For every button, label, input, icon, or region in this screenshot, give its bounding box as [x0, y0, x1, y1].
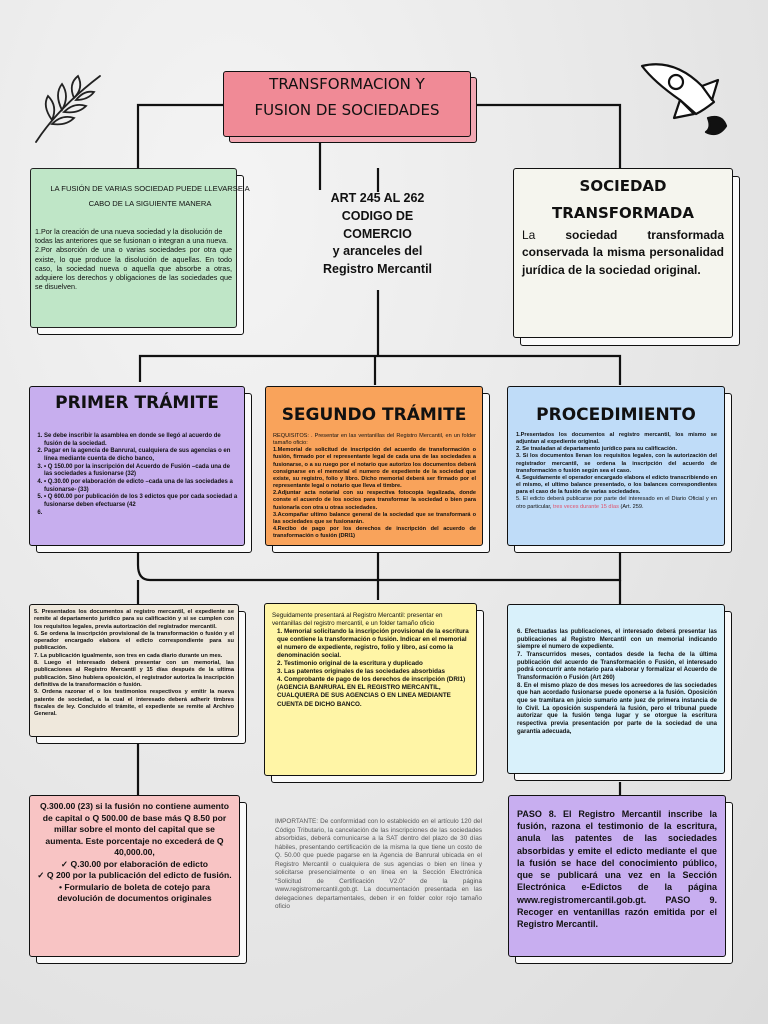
- publications-box: 6. Efectuadas las publicaciones, el inte…: [507, 604, 725, 774]
- transformed-body: La sociedad transformada conservada la m…: [522, 227, 724, 279]
- transformed-title-2: TRANSFORMADA: [552, 204, 694, 222]
- first-procedure-title: PRIMER TRÁMITE: [55, 393, 219, 413]
- procedure-item: 3. Si los documentos llenan los requisit…: [516, 453, 717, 474]
- registration-step: 5. Presentados los documentos al registr…: [34, 609, 234, 630]
- procedure-list: 1.Presentados los documentos al registro…: [516, 432, 717, 496]
- law-line-1: ART 245 AL 262: [330, 191, 425, 205]
- first-procedure-box: PRIMER TRÁMITE Se debe inscribir la asam…: [29, 386, 245, 546]
- first-procedure-item: • Q.30.00 por elaboración de edicto –cad…: [44, 479, 238, 494]
- procedure-item-5: 5. El edicto deberá publicarse por parte…: [516, 496, 717, 510]
- registration-step: 6. Se ordena la inscripción provisional …: [34, 630, 234, 652]
- rocket-icon: [640, 63, 728, 136]
- registration-step: 7. La publicación igualmente, son tres e…: [34, 652, 223, 659]
- first-procedure-list: Se debe inscribir la asamblea en donde s…: [34, 433, 238, 517]
- registration-step: 8. Luego el interesado deberá presentar …: [34, 660, 234, 688]
- next-presentation-list: 1. Memorial solicitando la inscripción p…: [272, 628, 469, 708]
- procedure-item: 1.Presentados los documentos al registro…: [516, 432, 717, 446]
- fees-line-3: ✓ Q 200 por la publicación del edicto de…: [37, 870, 232, 881]
- law-line-5: Registro Mercantil: [322, 262, 433, 276]
- transformed-body-rest: sociedad transformada conservada la mism…: [522, 228, 724, 277]
- title-box: TRANSFORMACION Y FUSION DE SOCIEDADES: [223, 71, 471, 137]
- second-procedure-box: SEGUNDO TRÁMITE REQUISITOS: . Presentar …: [265, 386, 483, 546]
- law-line-4: y aranceles del: [332, 244, 423, 259]
- registration-steps-box: 5. Presentados los documentos al registr…: [29, 604, 239, 737]
- first-procedure-item: [44, 510, 238, 518]
- leaf-branch-icon: [35, 74, 101, 143]
- next-presentation-item: 3. Las patentes originales de las socied…: [277, 668, 445, 676]
- fusion-methods-box: 1.Por la creación de una nueva sociedad …: [30, 168, 237, 328]
- publications-list: 6. Efectuadas las publicaciones, el inte…: [517, 629, 717, 736]
- procedure-item: 4. Seguidamente el operador encargado el…: [516, 474, 717, 496]
- title-line-2: FUSION DE SOCIEDADES: [254, 101, 440, 119]
- first-procedure-item: Pagar en la agencia de Banrural, cualqui…: [44, 448, 238, 463]
- fusion-item-2: 2.Por absorción de una o varias sociedad…: [35, 245, 232, 292]
- next-presentation-item: 1. Memorial solicitando la inscripción p…: [277, 628, 469, 660]
- registration-steps-list: 5. Presentados los documentos al registr…: [34, 609, 234, 718]
- registration-step: 9. Ordena razonar el o los testimonios r…: [34, 689, 234, 718]
- next-presentation-item: 4. Comprobante de pago de los derechos d…: [277, 676, 466, 708]
- law-line-3: COMERCIO: [343, 226, 412, 241]
- title-line-1: TRANSFORMACION Y: [269, 75, 425, 93]
- next-presentation-box: Seguidamente presentará al Registro Merc…: [264, 603, 477, 776]
- procedure-title: PROCEDIMIENTO: [536, 405, 696, 425]
- second-procedure-item: 4.Recibo de pago por los derechos de ins…: [273, 526, 476, 540]
- procedure-box: PROCEDIMIENTO 1.Presentados los document…: [507, 386, 725, 546]
- fees-box: Q.300.00 (23) si la fusión no contiene a…: [29, 795, 240, 957]
- second-procedure-list: 1.Memorial de solicitud de inscripción d…: [273, 447, 476, 540]
- fusion-heading-line-2: CABO DE LA SIGUIENTE MANERA: [88, 199, 212, 208]
- fees-line-2: ✓ Q.30.00 por elaboración de edicto: [60, 858, 209, 869]
- publication-step: 7. Transcurridos meses, contados desde l…: [517, 652, 717, 682]
- step-8-text: PASO 8. El Registro Mercantil inscribe l…: [517, 809, 717, 930]
- law-line-2: CODIGO DE: [341, 208, 414, 223]
- second-procedure-title: SEGUNDO TRÁMITE: [281, 405, 467, 425]
- important-note: IMPORTANTE: De conformidad con lo establ…: [275, 818, 482, 911]
- publication-step: 6. Efectuadas las publicaciones, el inte…: [517, 629, 717, 651]
- publication-step: 8. En el mismo plazo de dos meses los ac…: [517, 682, 717, 735]
- second-procedure-item: 3.Acompañar ultimo balance general de la…: [273, 511, 476, 525]
- second-procedure-item: 2.Adjuntar acta notarial con su respecti…: [273, 490, 476, 511]
- transformed-body-lead: La: [522, 228, 536, 242]
- next-presentation-item: 2. Testimonio original de la escritura y…: [277, 660, 423, 668]
- transformed-title-1: SOCIEDAD: [579, 177, 667, 195]
- procedure-item: 2. Se trasladan al departamento jurídico…: [516, 446, 678, 453]
- law-reference: ART 245 AL 262 CODIGO DE COMERCIO y aran…: [295, 190, 460, 279]
- transformed-company-box: SOCIEDAD TRANSFORMADA La sociedad transf…: [513, 168, 733, 338]
- first-procedure-item: • Q 150.00 por la inscripción del Acuerd…: [44, 464, 238, 479]
- first-procedure-item: • Q 600.00 por publicación de los 3 edic…: [44, 494, 238, 509]
- fees-line-1: Q.300.00 (23) si la fusión no contiene a…: [39, 801, 230, 858]
- step-8-box: PASO 8. El Registro Mercantil inscribe l…: [508, 795, 726, 957]
- fusion-heading-line-1: LA FUSIÓN DE VARIAS SOCIEDAD PUEDE LLEVA…: [50, 184, 250, 193]
- fees-line-4: • Formulario de boleta de cotejo para de…: [57, 881, 212, 904]
- second-procedure-intro: REQUISITOS: . Presentar en las ventanill…: [273, 433, 476, 447]
- fusion-item-1: 1.Por la creación de una nueva sociedad …: [35, 227, 228, 246]
- next-presentation-intro: Seguidamente presentará al Registro Merc…: [272, 612, 443, 628]
- first-procedure-item: Se debe inscribir la asamblea en donde s…: [44, 433, 238, 448]
- second-procedure-item: 1.Memorial de solicitud de inscripción d…: [273, 447, 476, 490]
